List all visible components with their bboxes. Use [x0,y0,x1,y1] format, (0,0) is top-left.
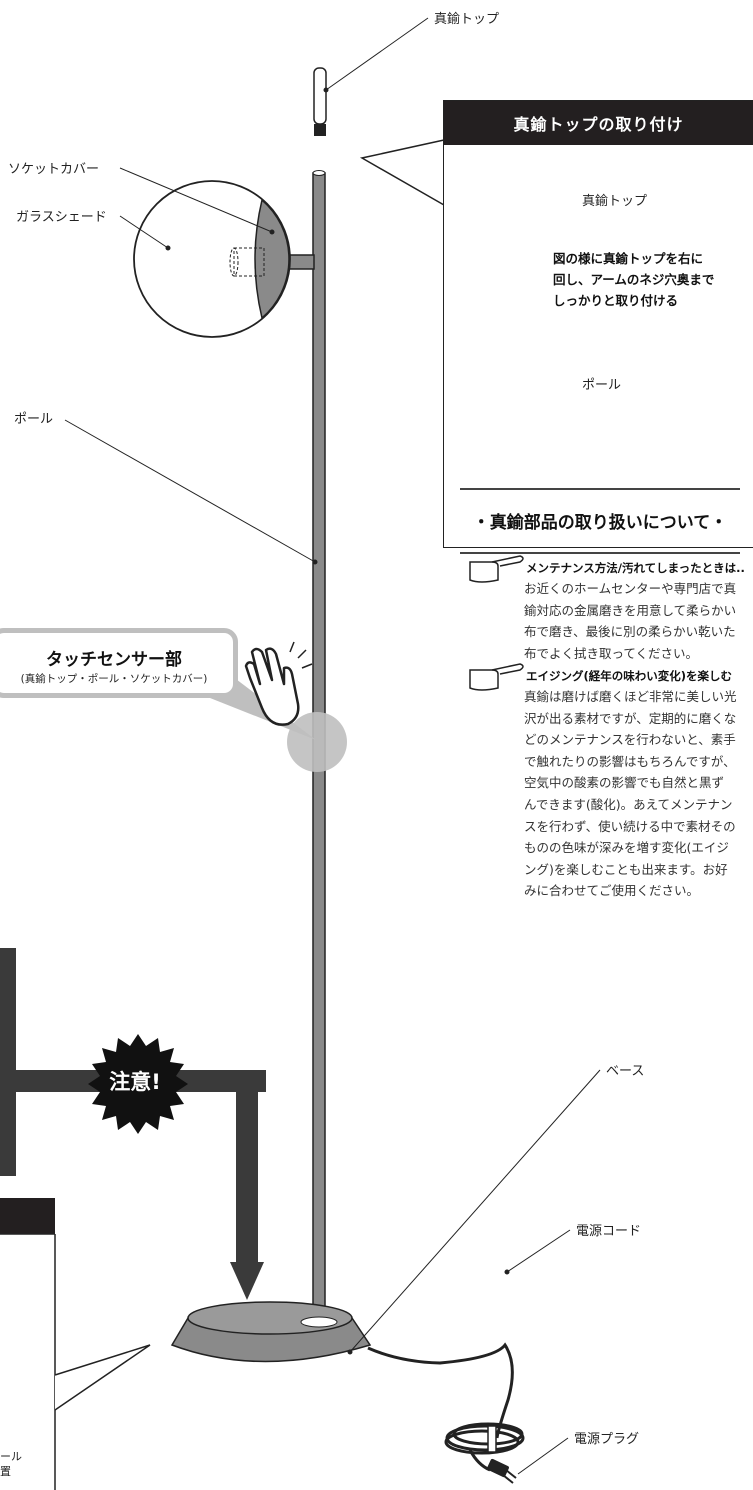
tip-line: みに合わせてご使用ください。 [524,883,700,899]
panel-callout-pointer [359,139,445,206]
label-brass-top: 真鍮トップ [434,12,500,27]
base-part [170,1301,372,1363]
base-callout-pointer [54,1344,151,1411]
left-panel-header [0,1198,55,1234]
tip-line: 真鍮は磨けば磨くほど非常に美しい光 [524,689,737,704]
instruction-line: 図の様に真鍮トップを右に [553,251,704,266]
tip-line: 沢が出る素材ですが、定期的に磨くな [524,710,737,726]
pointing-hand-icon [469,555,524,583]
tip-line: どのメンテナンスを行わないと、素手 [524,732,736,748]
divider [460,552,740,554]
left-dark-block [0,948,16,1176]
divider [460,488,740,490]
caution-label: 注意! [109,1070,161,1094]
instruction-line: しっかりと取り付ける [553,293,679,308]
power-plug-part [487,1458,517,1484]
touch-sensor-area [287,712,347,772]
tip-line: ング)を楽しむことも出来ます。お好 [524,861,728,877]
power-cord-part [367,1342,514,1439]
sensor-title: タッチセンサー部 [46,650,182,670]
pointing-hand-icon [469,663,524,691]
install-instruction: 図の様に真鍮トップを右に 回し、アームのネジ穴奥まで しっかりと取り付ける [553,248,714,311]
tip-body-maintenance: お近くのホームセンターや専門店で真 鍮対応の金属磨きを用意して柔らかい 布で磨き… [524,578,736,664]
brass-care-title: ・真鍮部品の取り扱いについて・ [472,513,728,533]
tip-body-aging: 真鍮は磨けば磨くほど非常に美しい光 沢が出る素材ですが、定期的に磨くな どのメン… [524,686,737,902]
brass-top-install-panel: 真鍮トップの取り付け [443,100,753,548]
label-power-plug: 電源プラグ [574,1432,640,1447]
brass-top-part [313,67,327,136]
tip-line: 鍮対応の金属磨きを用意して柔らかい [524,602,737,618]
corner-text: 置 [0,1465,11,1478]
touch-hand-icon [244,641,313,726]
tip-line: スを行わず、使い続ける中で素材その [524,818,736,834]
tip-line: 空気中の酸素の影響でも自然と黒ず [524,775,725,791]
caution-burst-icon [88,1034,188,1134]
corner-text: ール [0,1450,22,1463]
label-power-cord: 電源コード [576,1224,642,1239]
panel-title: 真鍮トップの取り付け [444,101,753,145]
tip-line: 布でよく拭き取ってください。 [524,645,699,661]
glass-shade-part [133,180,291,338]
touch-sensor-callout: タッチセンサー部 (真鍮トップ・ポール・ソケットカバー) [0,628,238,698]
tip-line: お近くのホームセンターや専門店で真 [524,581,737,596]
sensor-subtitle: (真鍮トップ・ポール・ソケットカバー) [20,673,208,685]
cord-coil [444,1422,525,1472]
tip-title-maintenance: メンテナンス方法/汚れてしまったときは.. [526,561,745,575]
tip-line: ものの色味が深みを増す変化(エイジ [524,840,729,856]
tip-line: んできます(酸化)。あえてメンテナン [524,796,733,812]
label-glass-shade: ガラスシェード [16,210,107,225]
instruction-line: 回し、アームのネジ穴奥まで [553,272,715,287]
label-pole: ポール [14,412,54,427]
tip-line: で触れたりの影響はもちろんですが、 [524,753,736,769]
tip-title-aging: エイジング(経年の味わい変化)を楽しむ [526,669,733,683]
panel-label-pole: ポール [582,378,622,393]
label-socket-cover: ソケットカバー [8,162,100,177]
panel-label-brass-top: 真鍮トップ [582,194,648,209]
left-panel-frame [0,1233,56,1490]
label-base: ベース [606,1064,645,1079]
tip-line: 布で磨き、最後に別の柔らかい乾いた [524,624,736,640]
